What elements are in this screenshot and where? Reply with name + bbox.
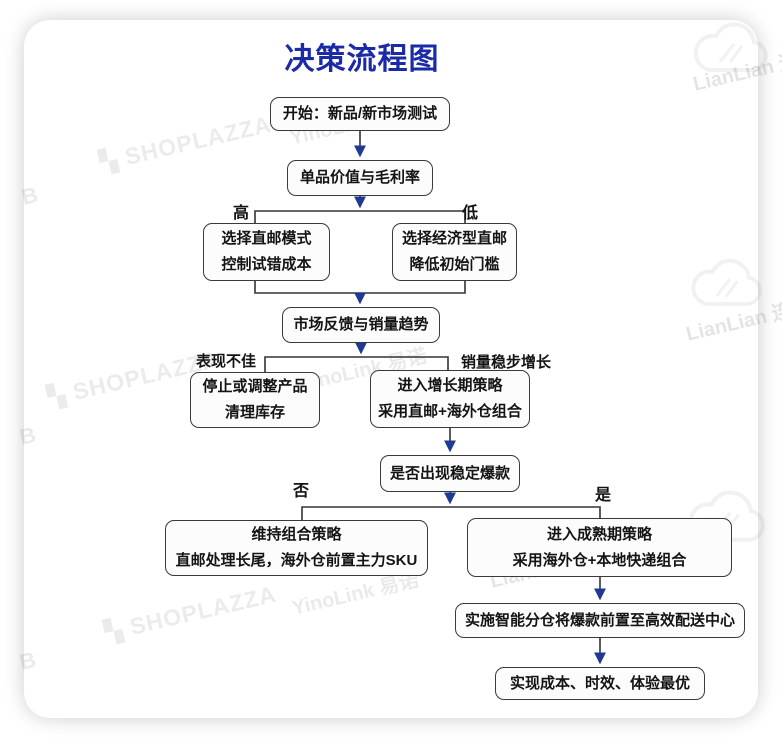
- node-start: 开始：新品/新市场测试: [270, 97, 450, 131]
- node-economy-mail: 选择经济型直邮 降低初始门槛: [392, 223, 517, 281]
- branch-label-no: 否: [293, 483, 310, 500]
- node-hot-item-check: 是否出现稳定爆款: [380, 455, 520, 492]
- branch-label-high: 高: [233, 205, 250, 222]
- branch-label-poor: 表现不佳: [196, 353, 257, 370]
- node-direct-mail: 选择直邮模式 控制试错成本: [203, 223, 330, 281]
- node-mature-stage: 进入成熟期策略 采用海外仓+本地快递组合: [467, 518, 732, 577]
- node-stop-adjust: 停止或调整产品 清理库存: [190, 372, 320, 428]
- branch-label-steady: 销量稳步增长: [461, 354, 552, 371]
- node-optimal-result: 实现成本、时效、体验最优: [495, 667, 705, 700]
- node-smart-warehouse: 实施智能分仓将爆款前置至高效配送中心: [455, 603, 745, 638]
- branch-label-yes: 是: [595, 487, 612, 504]
- node-value-margin: 单品价值与毛利率: [287, 160, 433, 196]
- node-maintain-combo: 维持组合策略 直邮处理长尾，海外仓前置主力SKU: [165, 520, 428, 576]
- node-feedback: 市场反馈与销量趋势: [282, 307, 440, 343]
- node-growth-stage: 进入增长期策略 采用直邮+海外仓组合: [370, 370, 530, 428]
- branch-label-low: 低: [462, 205, 479, 222]
- page-title: 决策流程图: [284, 43, 440, 76]
